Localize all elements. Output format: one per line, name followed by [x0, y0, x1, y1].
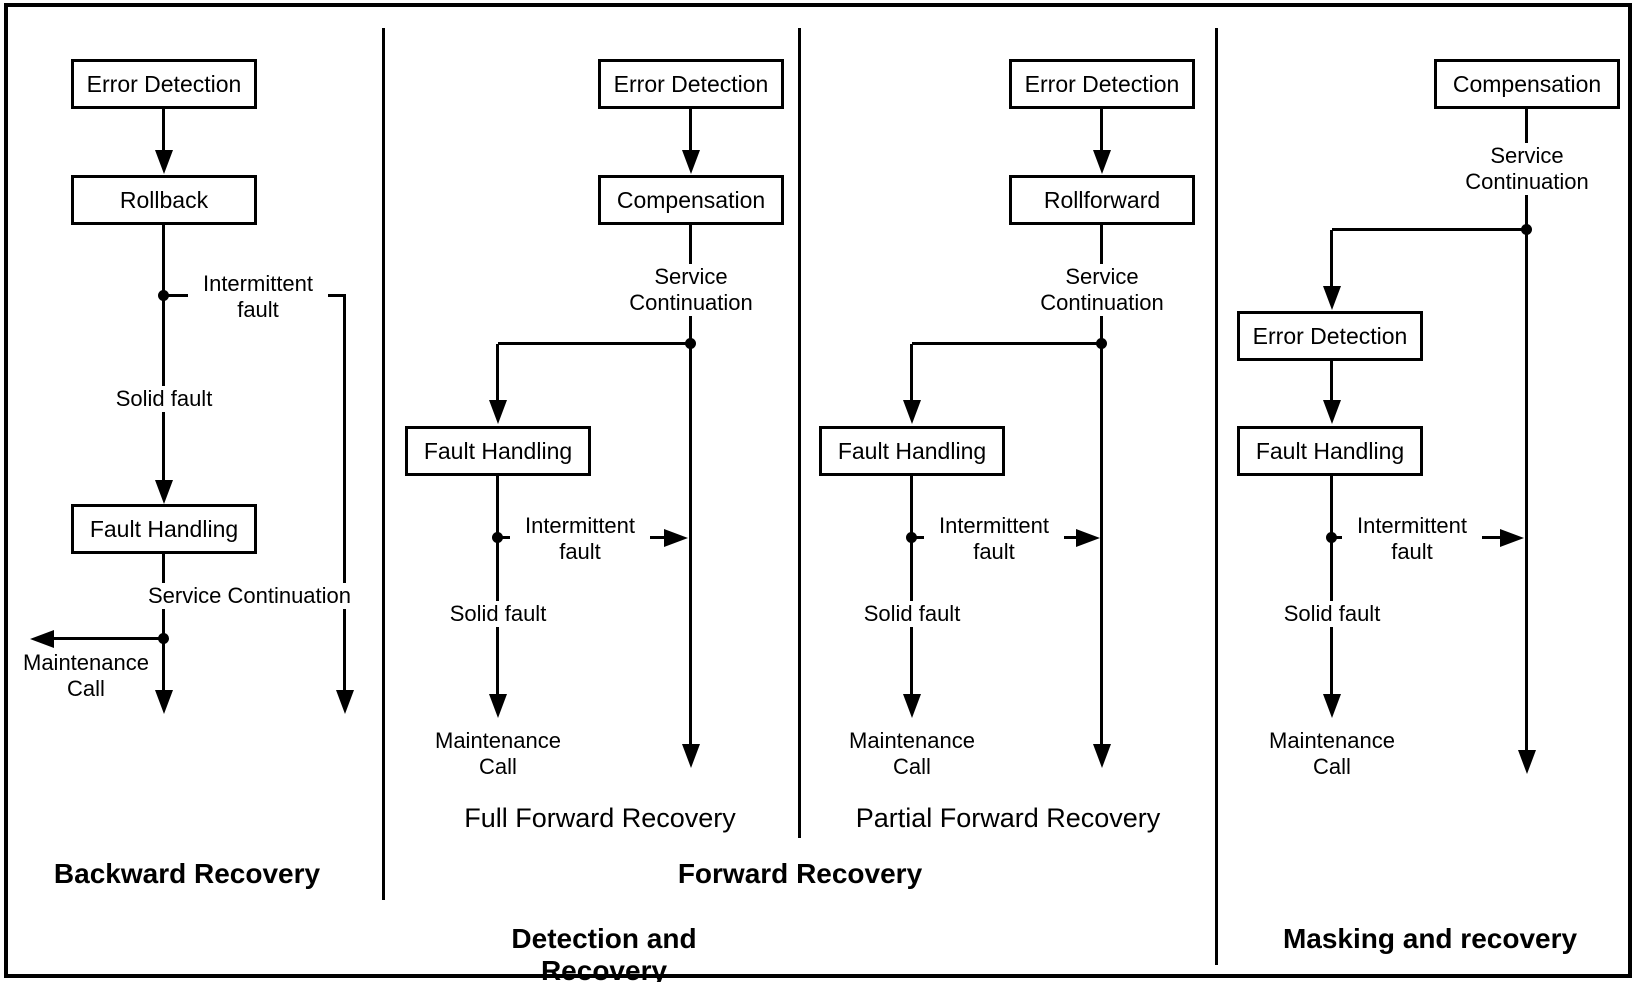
compensation-box: Compensation — [598, 175, 784, 225]
branch-dot — [906, 532, 917, 543]
service-continuation-label: Service Continuation — [1452, 143, 1602, 195]
flow-line — [689, 109, 692, 152]
fault-handling-box: Fault Handling — [819, 426, 1005, 476]
branch-dot — [158, 290, 169, 301]
service-continuation-label: Service Continuation — [616, 264, 766, 316]
fault-handling-box: Fault Handling — [71, 504, 257, 554]
flow-line — [1100, 225, 1103, 744]
branch-dot — [1096, 338, 1107, 349]
error-detection-box: Error Detection — [1237, 311, 1423, 361]
maintenance-call-label: Maintenance Call — [1269, 728, 1395, 779]
intermittent-fault-label: Intermittent fault — [188, 271, 328, 323]
branch-line — [343, 296, 346, 692]
detection-and-recovery-label: Detection and Recovery — [511, 923, 697, 982]
forward-recovery-label: Forward Recovery — [677, 858, 923, 889]
full-forward-recovery-label: Full Forward Recovery — [464, 803, 736, 833]
branch-line — [910, 344, 913, 402]
arrowhead-right-icon — [1076, 529, 1100, 547]
arrowhead-down-icon — [155, 690, 173, 714]
arrowhead-right-icon — [1500, 529, 1524, 547]
branch-dot — [1521, 224, 1532, 235]
backward-recovery-label: Backward Recovery — [53, 858, 321, 889]
flow-line — [1330, 361, 1333, 402]
branch-dot — [158, 633, 169, 644]
flow-line — [689, 225, 692, 744]
column-divider — [382, 28, 385, 900]
arrowhead-down-icon — [903, 694, 921, 718]
intermittent-fault-label: Intermittent fault — [510, 513, 650, 565]
arrowhead-down-icon — [1323, 400, 1341, 424]
arrowhead-down-icon — [336, 690, 354, 714]
intermittent-fault-label: Intermittent fault — [924, 513, 1064, 565]
flow-line — [162, 554, 165, 692]
arrowhead-down-icon — [1093, 744, 1111, 768]
compensation-box: Compensation — [1434, 59, 1620, 109]
fault-handling-box: Fault Handling — [1237, 426, 1423, 476]
branch-line — [498, 342, 691, 345]
branch-line — [496, 344, 499, 402]
intermittent-fault-label: Intermittent fault — [1342, 513, 1482, 565]
solid-fault-label: Solid fault — [448, 601, 548, 627]
maintenance-call-label: Maintenance Call — [435, 728, 561, 779]
solid-fault-label: Solid fault — [1282, 601, 1382, 627]
arrowhead-down-icon — [155, 150, 173, 174]
arrowhead-right-icon — [664, 529, 688, 547]
flow-line — [1525, 109, 1528, 752]
column-divider — [798, 28, 801, 838]
solid-fault-label: Solid fault — [862, 601, 962, 627]
fault-handling-box: Fault Handling — [405, 426, 591, 476]
rollforward-box: Rollforward — [1009, 175, 1195, 225]
flow-line — [496, 476, 499, 696]
flow-line — [162, 225, 165, 480]
branch-line — [1330, 230, 1333, 288]
maintenance-call-label: Maintenance Call — [849, 728, 975, 779]
arrowhead-down-icon — [489, 400, 507, 424]
rollback-box: Rollback — [71, 175, 257, 225]
partial-forward-recovery-label: Partial Forward Recovery — [855, 803, 1161, 833]
branch-dot — [492, 532, 503, 543]
branch-dot — [685, 338, 696, 349]
flow-line — [1330, 476, 1333, 696]
error-detection-box: Error Detection — [598, 59, 784, 109]
service-continuation-label: Service Continuation — [1027, 264, 1177, 316]
branch-line — [1332, 228, 1527, 231]
masking-and-recovery-label: Masking and recovery — [1282, 923, 1578, 954]
arrowhead-down-icon — [1323, 286, 1341, 310]
arrowhead-down-icon — [1518, 750, 1536, 774]
solid-fault-label: Solid fault — [114, 386, 214, 412]
arrowhead-down-icon — [682, 744, 700, 768]
arrowhead-down-icon — [1093, 150, 1111, 174]
maintenance-call-line — [46, 637, 165, 640]
flow-line — [1100, 109, 1103, 152]
error-detection-box: Error Detection — [71, 59, 257, 109]
arrowhead-left-icon — [30, 630, 54, 648]
arrowhead-down-icon — [682, 150, 700, 174]
arrowhead-down-icon — [489, 694, 507, 718]
service-continuation-label: Service Continuation — [148, 583, 352, 609]
branch-dot — [1326, 532, 1337, 543]
branch-line — [912, 342, 1102, 345]
arrowhead-down-icon — [903, 400, 921, 424]
maintenance-call-label: Maintenance Call — [23, 650, 149, 701]
flow-line — [910, 476, 913, 696]
flow-line — [162, 109, 165, 152]
diagram-border — [4, 3, 1632, 978]
arrowhead-down-icon — [155, 480, 173, 504]
column-divider — [1215, 28, 1218, 965]
arrowhead-down-icon — [1323, 694, 1341, 718]
error-detection-box: Error Detection — [1009, 59, 1195, 109]
